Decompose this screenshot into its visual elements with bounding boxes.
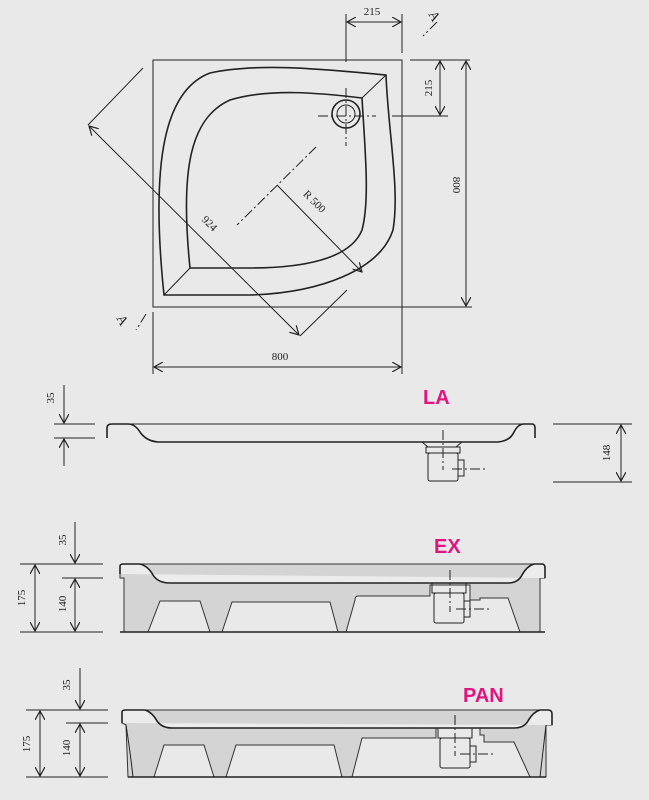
drain-icon	[318, 88, 376, 146]
model-label-la: LA	[423, 387, 450, 409]
dim-body-pan: 140	[61, 739, 73, 756]
tray-outline-square	[152, 59, 403, 308]
dim-drain-y: 215	[423, 79, 435, 96]
model-label-ex: EX	[434, 536, 461, 558]
dim-radius: R 500	[300, 188, 328, 216]
side-view-pan: PAN 35 140 175	[21, 668, 553, 778]
dim-depth: 800	[450, 177, 462, 194]
model-label-pan: PAN	[463, 685, 504, 707]
dim-total-ex: 175	[16, 589, 28, 606]
dim-diagonal: 924	[199, 214, 220, 235]
side-view-ex: EX 35 140 175	[16, 522, 546, 633]
dim-height-la: 148	[601, 444, 613, 461]
dim-rim-ex: 35	[57, 534, 69, 546]
side-view-la: LA 35 148	[45, 385, 632, 483]
dim-total-pan: 175	[21, 735, 33, 752]
section-mark-top: A	[425, 9, 443, 26]
section-mark-bottom: A	[113, 313, 131, 330]
tray-outer-rim	[158, 66, 396, 296]
drain-icon	[431, 570, 490, 624]
drain-icon	[421, 430, 488, 482]
dim-rim-pan: 35	[61, 679, 73, 691]
dim-rim-la: 35	[45, 392, 57, 404]
dim-drain-x: 215	[364, 6, 381, 18]
tray-basin	[185, 91, 368, 269]
drain-icon	[437, 715, 495, 769]
dim-width: 800	[272, 351, 289, 363]
top-view: 215 215 800 800 924 R 500 A A	[87, 6, 472, 374]
dim-body-ex: 140	[57, 595, 69, 612]
